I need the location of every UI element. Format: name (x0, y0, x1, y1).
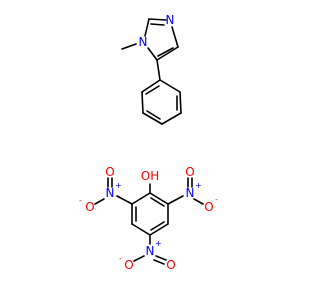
bond-pa-ring-3 (149, 223, 169, 236)
bond-pa-ring-1 (149, 192, 169, 205)
bond-c5-n1 (147, 47, 158, 61)
charge-nitro-bottom-minus: - (119, 254, 122, 263)
bond-pa-ring-6 (131, 192, 151, 205)
bond-c2-n3-double (150, 23, 165, 26)
charge-nitro-right-minus: - (215, 195, 218, 204)
bond-n1-c2 (144, 18, 150, 37)
charge-nitro-bottom-plus: + (155, 239, 162, 248)
atom-nitro-right-o1: O (185, 165, 194, 179)
bond-c2-n3 (148, 18, 167, 21)
bond-pa-ring-4 (131, 223, 151, 236)
bond-c4-c5-double (157, 47, 174, 57)
bond-pa-double-2 (150, 221, 165, 231)
charge-nitro-left-minus: - (79, 196, 82, 205)
bond-pa-double-1 (150, 197, 165, 207)
bond-nitro-left-o2 (94, 198, 105, 205)
atom-n-methyl: N (139, 35, 148, 49)
bond-n3-c4 (171, 26, 179, 48)
bond-nitro-bottom-o1-double (153, 259, 165, 265)
bond-nitro-right-o2 (193, 198, 204, 205)
bond-ph-double-2 (146, 110, 161, 120)
atom-nitro-bottom-o1: O (166, 258, 175, 272)
charge-nitro-right-plus: + (195, 181, 202, 190)
bond-ph-6 (141, 79, 161, 93)
atom-nitro-left-n: N (106, 186, 115, 200)
imidazole-molecule: N N (121, 13, 182, 125)
bond-ph-double-3 (145, 85, 160, 95)
bond-nitro-bottom-o1 (155, 255, 167, 261)
atom-nitro-bottom-o2: O (124, 258, 133, 272)
bond-ph-5 (141, 91, 144, 114)
bond-ph-3 (161, 112, 182, 125)
charge-nitro-left-plus: + (115, 181, 122, 190)
bond-pa-nitro-right (167, 195, 184, 205)
bond-methyl-n (121, 43, 137, 50)
bond-ph-4 (142, 112, 163, 125)
atom-hydroxyl: OH (141, 169, 159, 183)
atom-nitro-bottom-n: N (146, 244, 155, 258)
bond-imidazole-phenyl (156, 59, 161, 81)
bond-ph-2 (179, 91, 182, 114)
chemical-structure-canvas: N N OH N + O O - (79, 13, 218, 272)
bond-nitro-bottom-o2 (133, 255, 145, 262)
atom-n-ring: N (166, 13, 175, 27)
atom-nitro-left-o1: O (105, 165, 114, 179)
bond-c4-c5 (156, 46, 179, 61)
picric-acid-molecule: OH N + O O - N + O O - N + O O - (79, 165, 218, 272)
bond-pa-nitro-left (116, 195, 133, 205)
atom-nitro-left-o2: O (85, 200, 94, 214)
atom-nitro-right-o2: O (204, 200, 213, 214)
bond-ph-1 (159, 79, 181, 93)
atom-nitro-right-n: N (186, 186, 195, 200)
